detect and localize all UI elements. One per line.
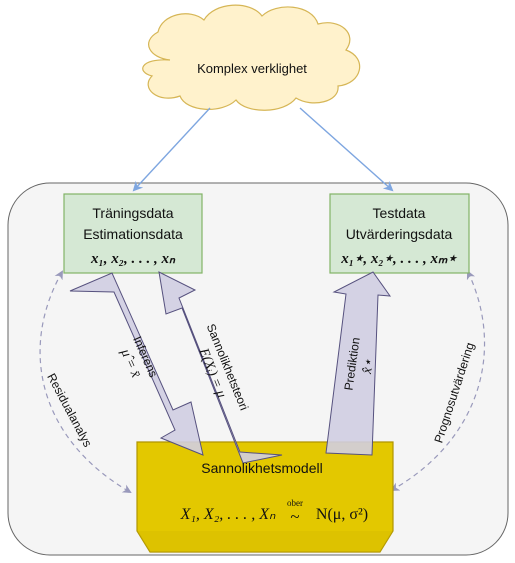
- model-formula-rel: ~: [290, 507, 299, 526]
- training-data-title: Träningsdata: [92, 205, 173, 221]
- test-data-title: Testdata: [373, 205, 426, 221]
- training-data-box: [63, 193, 203, 274]
- inferens-arrow: [69, 272, 204, 456]
- model-box: [136, 441, 394, 553]
- prediktion-formula: x̂⋆: [360, 357, 377, 375]
- test-data-formula: x₁⋆, x₂⋆, . . . , xₘ⋆: [340, 251, 458, 267]
- residualanalys-arrow: [39, 271, 132, 494]
- training-data-formula: x₁, x₂, . . . , xₙ: [90, 251, 176, 267]
- model-formula-left: X₁, X₂, . . . , Xₙ: [180, 506, 276, 523]
- cloud-shape: [142, 4, 361, 111]
- model-box-shade: [137, 531, 393, 552]
- training-data-subtitle: Estimationsdata: [83, 226, 183, 242]
- model-title: Sannolikhetsmodell: [201, 460, 322, 476]
- cloud-label: Komplex verklighet: [197, 61, 307, 76]
- test-data-subtitle: Utvärderingsdata: [346, 226, 453, 242]
- test-data-box: [329, 193, 470, 274]
- model-formula-right: N(μ, σ²): [316, 506, 368, 523]
- model-formula-rel-label: ober: [287, 498, 303, 508]
- cloud-to-training-arrow: [132, 107, 211, 192]
- prognosutvardering-arrow: [390, 271, 486, 491]
- sannolikhetsteori-arrow: [158, 271, 283, 464]
- prediktion-arrow: [325, 271, 392, 456]
- cloud-to-test-arrow: [299, 107, 394, 192]
